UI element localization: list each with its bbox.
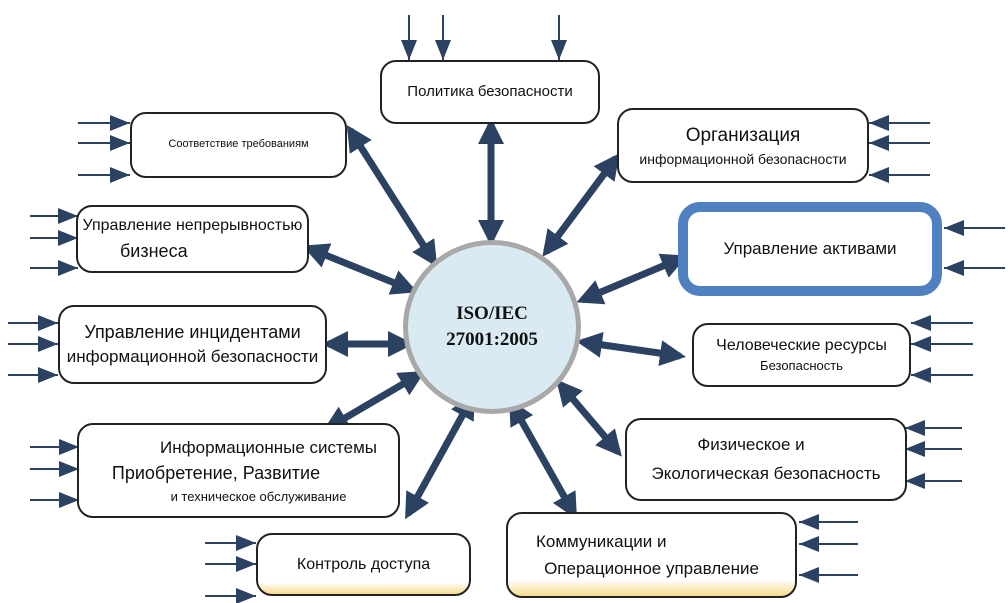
domain-label: Контроль доступа bbox=[296, 555, 431, 573]
bidirectional-arrow-systems bbox=[322, 370, 426, 432]
domain-label: Управление инцидентами bbox=[84, 322, 301, 343]
domain-label: Информационные системы bbox=[160, 437, 377, 457]
domain-label: Экологическая безопасность bbox=[651, 463, 881, 483]
domain-business-continuity: Управление непрерывностью бизнеса bbox=[76, 205, 309, 273]
domain-label: Безопасность bbox=[760, 358, 843, 374]
domain-compliance: Соответствие требованиям bbox=[130, 112, 347, 178]
domain-human-resources: Человеческие ресурсы Безопасность bbox=[692, 323, 911, 387]
domain-label: Управление непрерывностью bbox=[82, 217, 303, 235]
domain-label: Управление активами bbox=[723, 238, 897, 258]
domain-asset-management: Управление активами bbox=[678, 202, 942, 296]
domain-label: информационной безопасности bbox=[66, 347, 319, 367]
bidirectional-arrow-assets bbox=[576, 253, 688, 305]
domain-label: Организация bbox=[685, 124, 801, 146]
domain-information-systems: Информационные системы Приобретение, Раз… bbox=[77, 423, 400, 518]
bidirectional-arrow-compliance bbox=[346, 124, 438, 268]
domain-physical-security: Физическое и Экологическая безопасность bbox=[625, 418, 907, 501]
hub-version: 27001:2005 bbox=[446, 329, 538, 350]
domain-label: Коммуникации и bbox=[536, 531, 667, 551]
domain-label: бизнеса bbox=[120, 240, 188, 261]
domain-organization: Организация информационной безопасности bbox=[617, 108, 869, 183]
domain-label: Операционное управление bbox=[544, 559, 759, 578]
domain-label: информационной безопасности bbox=[639, 151, 847, 168]
bidirectional-arrow-continuity bbox=[302, 243, 418, 295]
domain-label: Политика безопасности bbox=[407, 83, 573, 101]
domain-label: Приобретение, Развитие bbox=[111, 463, 321, 483]
domain-incident-management: Управление инцидентами информационной бе… bbox=[58, 305, 327, 384]
bidirectional-arrow-hr bbox=[576, 331, 686, 367]
hub-title: ISO/IEC bbox=[456, 303, 528, 325]
domain-label: и техническое обслуживание bbox=[170, 489, 347, 504]
iso-standard-hub: ISO/IEC 27001:2005 bbox=[403, 240, 581, 414]
bidirectional-arrow-organization bbox=[542, 153, 620, 257]
domain-label: Физическое и bbox=[697, 435, 805, 455]
domain-policy: Политика безопасности bbox=[380, 60, 600, 124]
domain-access-control: Контроль доступа bbox=[256, 533, 471, 596]
domain-label: Соответствие требованиям bbox=[168, 138, 309, 151]
domain-operations-management: Коммуникации и Операционное управление bbox=[506, 512, 797, 598]
bidirectional-arrow-operations bbox=[508, 398, 578, 520]
bidirectional-arrow-physical bbox=[556, 379, 622, 457]
bidirectional-arrow-access bbox=[404, 392, 476, 520]
domain-label: Человеческие ресурсы bbox=[716, 336, 887, 354]
